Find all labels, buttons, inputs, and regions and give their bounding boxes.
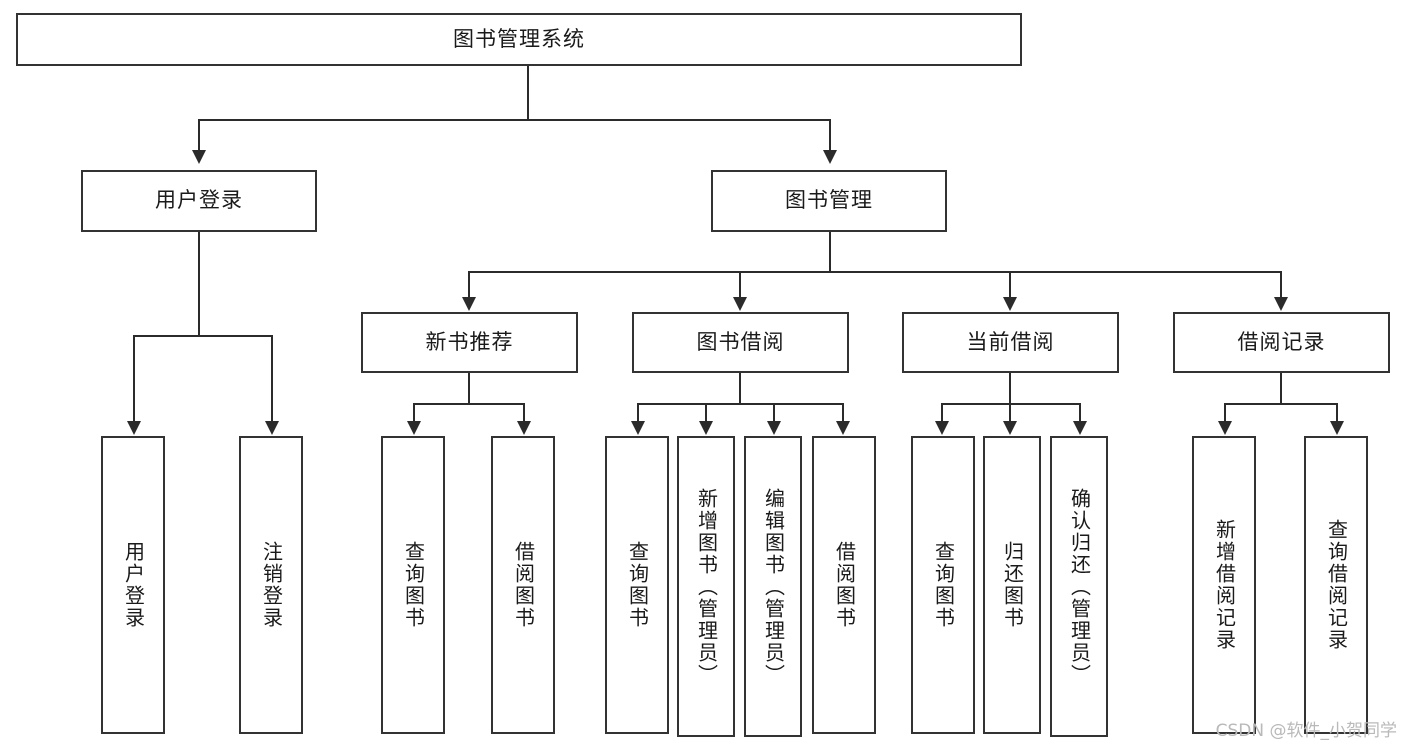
node-label: 借阅图书 <box>832 541 857 629</box>
leaf-logout[interactable]: 注销登录 <box>239 436 303 734</box>
leaf-edit-book-admin[interactable]: 编辑图书（管理员） <box>744 436 802 737</box>
node-new-book-recommend[interactable]: 新书推荐 <box>361 312 578 373</box>
edge-root-to-user-login <box>198 119 200 151</box>
edge-book-borrow-drop-3 <box>773 403 775 423</box>
node-label: 新书推荐 <box>425 329 514 354</box>
node-current-borrow[interactable]: 当前借阅 <box>902 312 1119 373</box>
edge-current-borrow-drop-1 <box>941 403 943 423</box>
arrow-book-borrow-leaf-4 <box>836 421 850 435</box>
edge-book-borrow-bus <box>637 403 843 405</box>
node-label: 图书管理系统 <box>453 26 585 51</box>
arrow-book-mgmt-to-records <box>1274 297 1288 311</box>
edge-user-login-bus <box>133 335 272 337</box>
edge-borrow-records-drop-2 <box>1336 403 1338 423</box>
leaf-return-book[interactable]: 归还图书 <box>983 436 1041 734</box>
node-book-borrow[interactable]: 图书借阅 <box>632 312 849 373</box>
edge-user-login-drop-2 <box>271 335 273 423</box>
leaf-query-book-new[interactable]: 查询图书 <box>381 436 445 734</box>
node-label: 图书管理 <box>785 188 873 213</box>
edge-current-borrow-stem <box>1009 373 1011 404</box>
arrow-book-borrow-leaf-2 <box>699 421 713 435</box>
arrow-new-book-leaf-1 <box>407 421 421 435</box>
node-label: 确认归还（管理员） <box>1067 487 1092 686</box>
leaf-add-book-admin[interactable]: 新增图书（管理员） <box>677 436 735 737</box>
edge-current-borrow-drop-3 <box>1079 403 1081 423</box>
node-label: 归还图书 <box>1000 541 1025 629</box>
edge-borrow-records-bus <box>1224 403 1337 405</box>
arrow-book-mgmt-to-borrow <box>733 297 747 311</box>
leaf-query-book-borrow[interactable]: 查询图书 <box>605 436 669 734</box>
edge-book-borrow-drop-2 <box>705 403 707 423</box>
leaf-add-borrow-record[interactable]: 新增借阅记录 <box>1192 436 1256 734</box>
node-label: 查询图书 <box>401 541 426 629</box>
arrow-current-borrow-leaf-3 <box>1073 421 1087 435</box>
node-label: 用户登录 <box>155 188 243 213</box>
edge-book-borrow-drop-1 <box>637 403 639 423</box>
node-label: 注销登录 <box>259 541 284 629</box>
edge-book-mgmt-stem <box>829 232 831 272</box>
arrow-current-borrow-leaf-1 <box>935 421 949 435</box>
arrow-book-mgmt-to-new-book <box>462 297 476 311</box>
edge-user-login-stem <box>198 232 200 336</box>
node-label: 新增借阅记录 <box>1212 519 1237 651</box>
arrow-root-to-book-mgmt <box>823 150 837 164</box>
edge-book-mgmt-drop-4 <box>1280 271 1282 299</box>
node-label: 用户登录 <box>121 541 146 629</box>
edge-book-mgmt-drop-1 <box>468 271 470 299</box>
edge-current-borrow-drop-2 <box>1009 403 1011 423</box>
watermark: CSDN @软件_小贺同学 <box>1215 721 1397 741</box>
node-label: 借阅图书 <box>511 541 536 629</box>
node-label: 新增图书（管理员） <box>694 487 719 686</box>
arrow-borrow-records-leaf-1 <box>1218 421 1232 435</box>
edge-new-book-bus <box>413 403 524 405</box>
edge-book-mgmt-bus <box>468 271 1282 273</box>
edge-book-mgmt-drop-2 <box>739 271 741 299</box>
arrow-user-login-leaf-1 <box>127 421 141 435</box>
arrow-user-login-leaf-2 <box>265 421 279 435</box>
node-label: 查询图书 <box>931 541 956 629</box>
node-label: 当前借阅 <box>966 329 1055 354</box>
arrow-book-mgmt-to-current <box>1003 297 1017 311</box>
node-label: 借阅记录 <box>1237 329 1326 354</box>
arrow-borrow-records-leaf-2 <box>1330 421 1344 435</box>
leaf-query-book-current[interactable]: 查询图书 <box>911 436 975 734</box>
node-label: 图书借阅 <box>696 329 785 354</box>
edge-new-book-drop-2 <box>523 403 525 423</box>
node-book-management[interactable]: 图书管理 <box>711 170 947 232</box>
edge-book-borrow-stem <box>739 373 741 404</box>
edge-new-book-stem <box>468 373 470 404</box>
edge-borrow-records-stem <box>1280 373 1282 404</box>
leaf-borrow-book[interactable]: 借阅图书 <box>812 436 876 734</box>
arrow-book-borrow-leaf-1 <box>631 421 645 435</box>
node-label: 查询图书 <box>625 541 650 629</box>
edge-borrow-records-drop-1 <box>1224 403 1226 423</box>
arrow-root-to-user-login <box>192 150 206 164</box>
leaf-user-login[interactable]: 用户登录 <box>101 436 165 734</box>
node-borrow-records[interactable]: 借阅记录 <box>1173 312 1390 373</box>
edge-book-borrow-drop-4 <box>842 403 844 423</box>
node-root-system[interactable]: 图书管理系统 <box>16 13 1022 66</box>
leaf-query-borrow-record[interactable]: 查询借阅记录 <box>1304 436 1368 734</box>
node-label: 编辑图书（管理员） <box>761 487 786 686</box>
leaf-confirm-return-admin[interactable]: 确认归还（管理员） <box>1050 436 1108 737</box>
arrow-book-borrow-leaf-3 <box>767 421 781 435</box>
node-label: 查询借阅记录 <box>1324 519 1349 651</box>
leaf-borrow-book-new[interactable]: 借阅图书 <box>491 436 555 734</box>
edge-new-book-drop-1 <box>413 403 415 423</box>
edge-root-to-book-mgmt <box>829 119 831 151</box>
arrow-current-borrow-leaf-2 <box>1003 421 1017 435</box>
arrow-new-book-leaf-2 <box>517 421 531 435</box>
edge-book-mgmt-drop-3 <box>1009 271 1011 299</box>
edge-current-borrow-bus <box>941 403 1081 405</box>
edge-user-login-drop-1 <box>133 335 135 423</box>
edge-root-bus <box>198 119 830 121</box>
edge-root-stem <box>527 66 529 120</box>
node-user-login[interactable]: 用户登录 <box>81 170 317 232</box>
